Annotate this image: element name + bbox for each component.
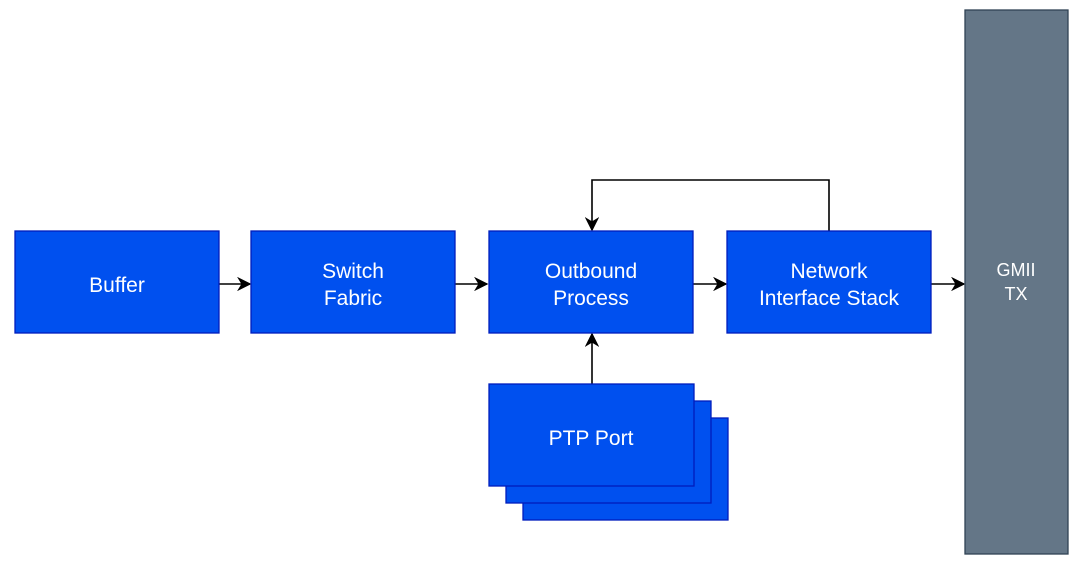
- connectors: [219, 179, 966, 384]
- network-stack-label-line1: Network: [790, 260, 868, 283]
- outbound-process-label-line2: Process: [553, 287, 629, 310]
- arrow-network-stack-feedback-to-outbound-process: [584, 179, 830, 232]
- switch-fabric-label-line1: Switch: [322, 260, 384, 283]
- gmii-tx-label-line2: TX: [1004, 284, 1027, 304]
- buffer-label: Buffer: [89, 274, 145, 297]
- switch-fabric-label-line2: Fabric: [324, 287, 382, 310]
- outbound-process-block: Outbound Process: [488, 230, 694, 334]
- ptp-port-block: PTP Port: [488, 383, 729, 521]
- outbound-process-label-line1: Outbound: [545, 260, 637, 283]
- switch-fabric-block: Switch Fabric: [250, 230, 456, 334]
- ptp-port-label: PTP Port: [549, 427, 634, 450]
- gmii-tx-label-line1: GMII: [997, 260, 1036, 280]
- ptp-port-stack-layer-1: [488, 383, 695, 487]
- gmii-tx-bus: GMII TX: [964, 9, 1069, 555]
- network-interface-stack-block: Network Interface Stack: [726, 230, 932, 334]
- network-stack-label-line2: Interface Stack: [759, 287, 900, 310]
- buffer-block: Buffer: [14, 230, 220, 334]
